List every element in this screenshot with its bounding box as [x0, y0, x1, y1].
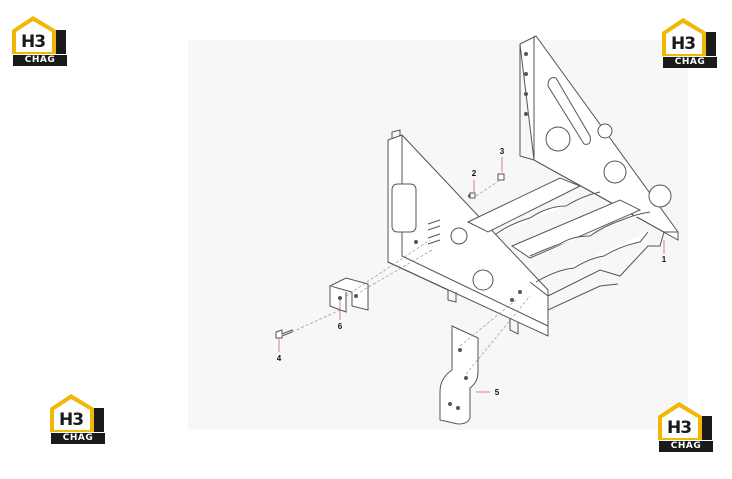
callout-labels: 1 2 3 4 5 6 [277, 147, 667, 397]
logo-mark: H3 [670, 34, 696, 54]
assembly-dashed-lines [291, 179, 531, 375]
logo-mark: H3 [666, 418, 692, 438]
callout-leaders [278, 157, 665, 393]
nut-3 [497, 173, 505, 181]
house-icon [662, 18, 717, 68]
callout-5: 5 [495, 388, 500, 397]
brand-logo-top-right: H3 CHAG [660, 16, 718, 72]
house-icon [12, 16, 67, 66]
callout-1: 1 [662, 255, 667, 264]
brand-logo-bottom-right: H3 CHAG [656, 400, 714, 456]
logo-caption: CHAG [24, 55, 56, 65]
callout-2: 2 [472, 169, 477, 178]
main-frame [387, 35, 679, 337]
house-icon [658, 402, 713, 452]
support-bracket-5 [439, 325, 479, 425]
logo-mark: H3 [20, 32, 46, 52]
washer-2 [469, 192, 476, 199]
callout-3: 3 [500, 147, 505, 156]
house-icon [50, 394, 105, 444]
callout-6: 6 [338, 322, 343, 331]
callout-4: 4 [277, 354, 282, 363]
brand-logo-top-left: H3 CHAG [10, 14, 68, 70]
logo-caption: CHAG [62, 433, 94, 443]
brand-logo-bottom-left: H3 CHAG [48, 392, 106, 448]
logo-caption: CHAG [670, 441, 702, 451]
logo-caption: CHAG [674, 57, 706, 67]
logo-mark: H3 [58, 410, 84, 430]
